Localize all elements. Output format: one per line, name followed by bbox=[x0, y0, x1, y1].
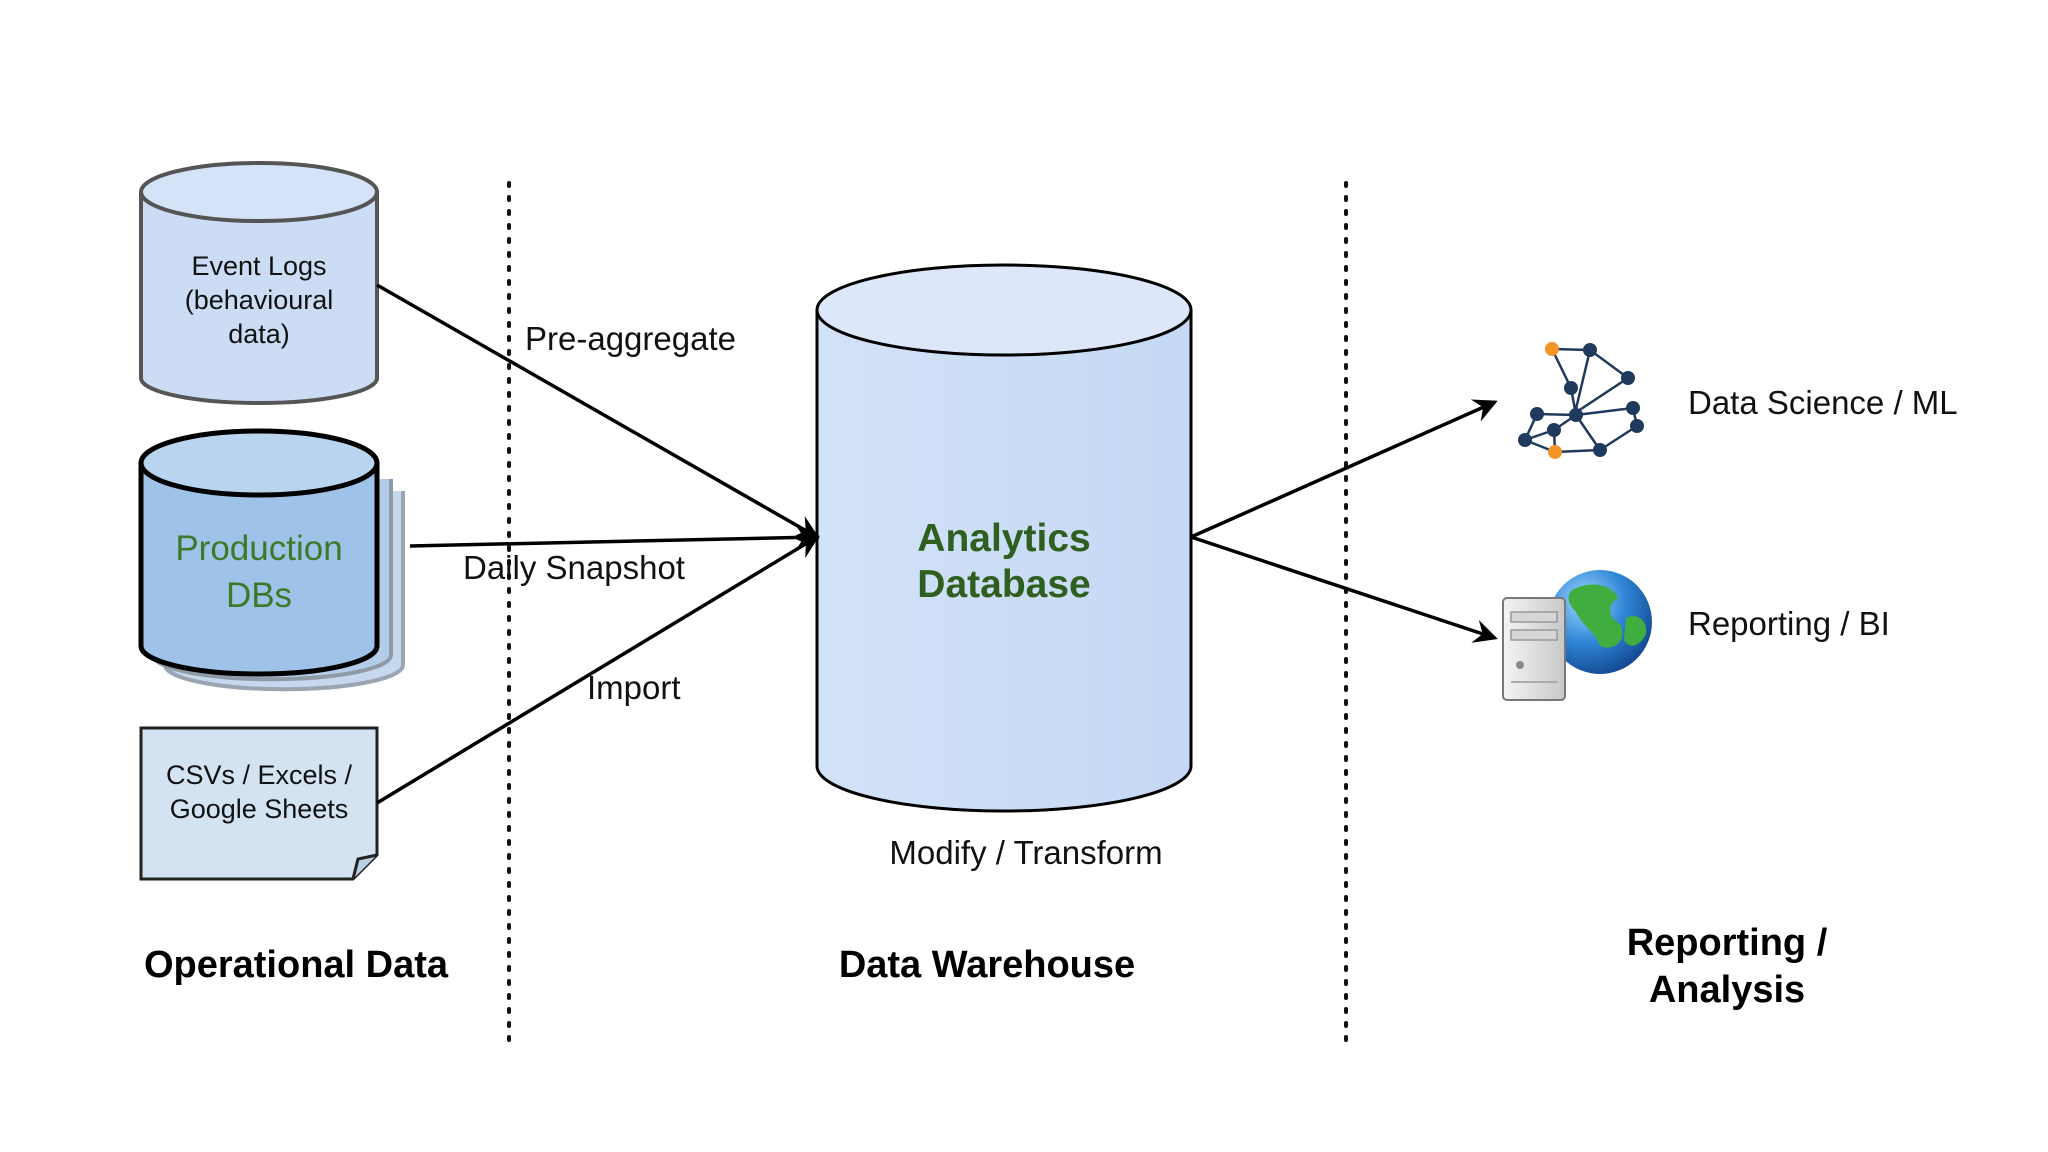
server-globe-icon bbox=[1502, 570, 1652, 701]
spreadsheet-files: CSVs / Excels / Google Sheets bbox=[139, 726, 379, 881]
event-logs-db: Event Logs (behavioural data) bbox=[139, 161, 379, 405]
arrow-data-science bbox=[1190, 399, 1498, 539]
section-data-warehouse: Data Warehouse bbox=[839, 944, 1135, 986]
production-label-2: DBs bbox=[226, 576, 292, 615]
event-logs-label-1: Event Logs bbox=[191, 251, 326, 281]
files-label-1: CSVs / Excels / bbox=[166, 760, 353, 790]
warehouse-label-2: Database bbox=[917, 563, 1090, 606]
section-operational-data: Operational Data bbox=[144, 944, 449, 986]
daily-snapshot-label: Daily Snapshot bbox=[463, 549, 685, 586]
section-reporting-analysis-2: Analysis bbox=[1649, 969, 1805, 1011]
arrow-daily-snapshot bbox=[409, 525, 820, 550]
files-label-2: Google Sheets bbox=[170, 794, 349, 824]
warehouse-caption: Modify / Transform bbox=[889, 834, 1162, 871]
arrow-pre-aggregate bbox=[376, 283, 820, 539]
network-graph-icon bbox=[1518, 342, 1644, 459]
import-label: Import bbox=[587, 669, 681, 706]
pre-aggregate-label: Pre-aggregate bbox=[525, 320, 736, 357]
data-science-label: Data Science / ML bbox=[1688, 384, 1958, 421]
arrow-import bbox=[376, 535, 820, 805]
reporting-bi-label: Reporting / BI bbox=[1688, 605, 1890, 642]
warehouse-label-1: Analytics bbox=[917, 517, 1090, 560]
analytics-database: Analytics Database bbox=[815, 263, 1193, 813]
section-reporting-analysis-1: Reporting / bbox=[1627, 922, 1828, 964]
event-logs-label-3: data) bbox=[228, 319, 290, 349]
event-logs-label-2: (behavioural bbox=[185, 285, 334, 315]
production-dbs: Production DBs bbox=[138, 428, 405, 692]
production-label-1: Production bbox=[175, 529, 342, 568]
arrow-reporting-bi bbox=[1190, 535, 1498, 643]
